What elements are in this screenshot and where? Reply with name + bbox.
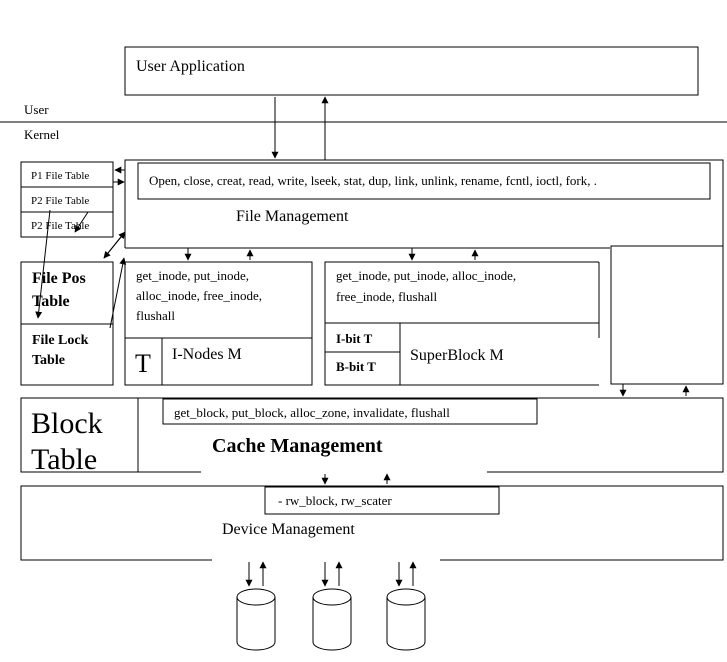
superblock-functions-line-1: get_inode, put_inode, alloc_inode, (336, 268, 516, 283)
device-management-box (20, 485, 724, 561)
cache-management-box (20, 397, 724, 473)
cache-management-label: Cache Management (212, 435, 383, 457)
arrow-filelock-to-fm (109, 257, 127, 329)
inode-functions-line-2: alloc_inode, free_inode, (136, 288, 262, 303)
process-table-label-3: P2 File Table (31, 220, 89, 232)
device-functions-text: - rw_block, rw_scater (278, 493, 392, 508)
inodes-m-label: I-Nodes M (172, 346, 242, 363)
disk-icon (386, 561, 426, 651)
file-management-label: File Management (236, 208, 349, 225)
file-pos-table-label-1: File Pos (32, 270, 86, 287)
superblock-functions-line-2: free_inode, flushall (336, 289, 437, 304)
device-functions-box (264, 486, 500, 515)
inode-table-letter: T (135, 349, 151, 378)
disk-group (236, 561, 426, 651)
file-lock-table-label-2: Table (32, 353, 65, 368)
process-table-label-1: P1 File Table (31, 170, 89, 182)
file-management-box (124, 159, 724, 248)
right-module-box (610, 245, 724, 385)
file-pos-table-label-2: Table (32, 293, 70, 310)
user-space-label: User (24, 102, 49, 117)
user-application-box (124, 46, 699, 96)
device-management-label: Device Management (222, 521, 355, 538)
syscalls-box (137, 162, 711, 200)
cache-functions-box (162, 398, 538, 425)
bbit-table-label: B-bit T (336, 359, 376, 374)
arrows (35, 96, 690, 485)
block-table-label-1: Block (31, 407, 103, 440)
syscalls-text: Open, close, creat, read, write, lseek, … (149, 173, 597, 188)
file-lock-table-label-1: File Lock (32, 333, 89, 348)
user-application-label: User Application (136, 58, 245, 75)
arrow-filepos-to-fm (103, 231, 126, 259)
process-file-tables: P1 File Table P2 File Table P2 File Tabl… (20, 161, 114, 238)
disk-icon (312, 561, 352, 651)
block-table-label-2: Table (31, 443, 97, 476)
process-table-label-2: P2 File Table (31, 195, 89, 207)
inodes-module-box (124, 261, 313, 386)
inode-functions-line-1: get_inode, put_inode, (136, 268, 249, 283)
inode-functions-line-3: flushall (136, 308, 175, 323)
arrow-p2a-to-filepos (35, 209, 51, 319)
disk-icon (236, 561, 276, 651)
ibit-table-label: I-bit T (336, 331, 373, 346)
cache-functions-text: get_block, put_block, alloc_zone, invali… (174, 405, 450, 420)
kernel-space-label: Kernel (24, 127, 60, 142)
arrow-filepos-to-p2b (74, 211, 89, 233)
superblock-m-label: SuperBlock M (410, 347, 504, 364)
process-table-box (20, 161, 114, 238)
